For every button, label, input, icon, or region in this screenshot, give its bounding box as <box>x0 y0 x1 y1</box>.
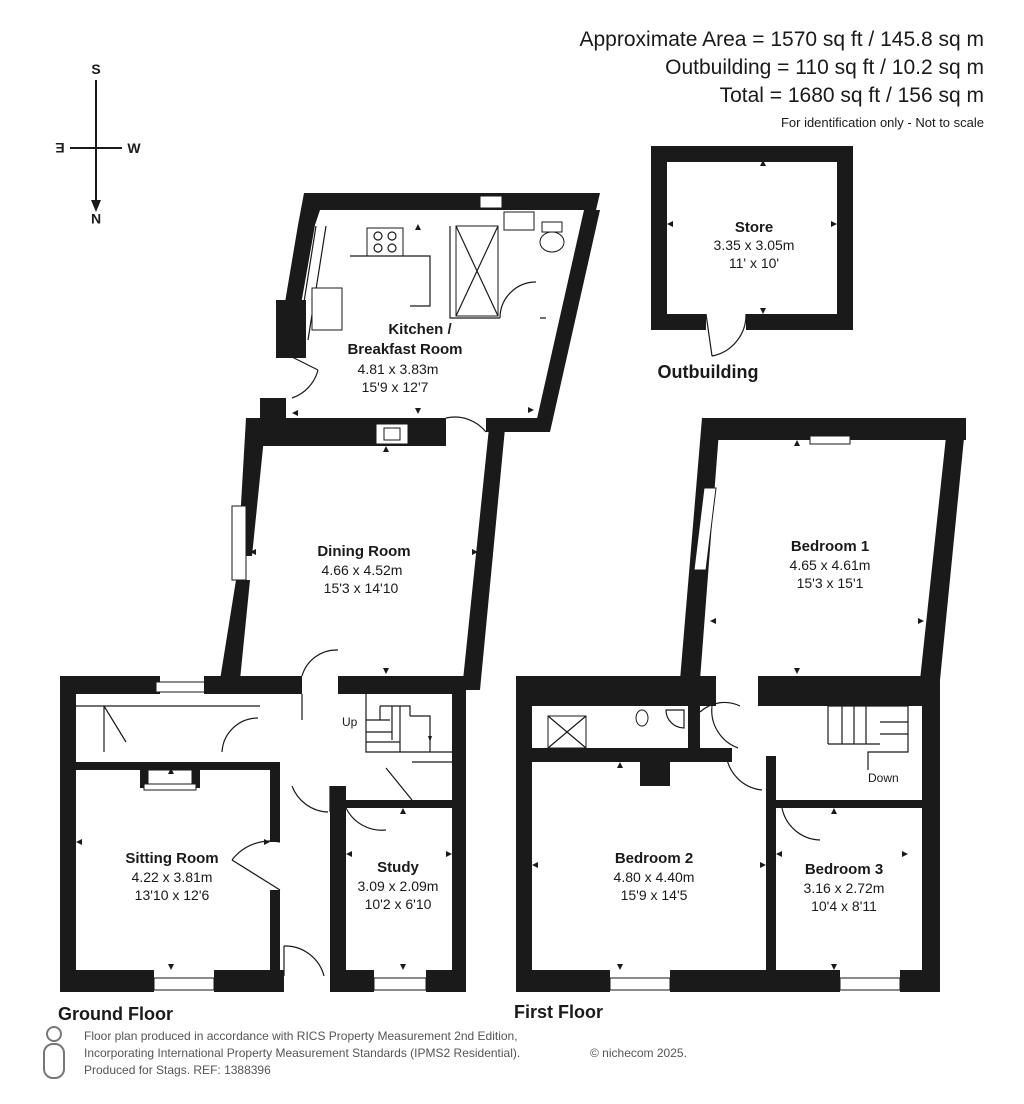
compass-east-label: E <box>55 140 64 156</box>
disclaimer-text: For identification only - Not to scale <box>781 115 984 130</box>
compass-icon: S E W N <box>55 61 141 227</box>
footer-copyright: © nichecom 2025. <box>590 1046 687 1060</box>
dining-room-imperial: 15'3 x 14'10 <box>324 580 399 596</box>
footer-ipms-line: Incorporating International Property Mea… <box>84 1046 520 1060</box>
ground-floor-plan: Kitchen / Breakfast Room 4.81 x 3.83m 15… <box>58 193 600 1024</box>
compass-west-label: W <box>127 140 141 156</box>
area-summary: Approximate Area = 1570 sq ft / 145.8 sq… <box>580 28 985 130</box>
total-area-text: Total = 1680 sq ft / 156 sq m <box>720 84 984 107</box>
outbuilding-plan: Store 3.35 x 3.05m 11' x 10' Outbuilding <box>651 146 853 382</box>
store-room-metric: 3.35 x 3.05m <box>714 237 795 253</box>
store-room-imperial: 11' x 10' <box>729 255 779 271</box>
outbuilding-area-text: Outbuilding = 110 sq ft / 10.2 sq m <box>665 56 984 79</box>
bedroom1-room-name: Bedroom 1 <box>791 538 869 555</box>
ground-floor-stairs <box>365 694 452 763</box>
dining-room-name: Dining Room <box>317 543 410 560</box>
kitchen-room-name-line2: Breakfast Room <box>347 341 462 358</box>
store-room-name: Store <box>735 219 773 236</box>
sitting-room-imperial: 13'10 x 12'6 <box>135 887 210 903</box>
bedroom3-room-imperial: 10'4 x 8'11 <box>811 898 877 914</box>
bedroom2-room-imperial: 15'9 x 14'5 <box>621 887 688 903</box>
sitting-room-name: Sitting Room <box>125 850 218 867</box>
kitchen-room-name-line1: Kitchen / <box>388 321 452 338</box>
bedroom3-room-name: Bedroom 3 <box>805 861 883 878</box>
bedroom3-room-metric: 3.16 x 2.72m <box>804 880 885 896</box>
footer-rics-line: Floor plan produced in accordance with R… <box>84 1029 518 1043</box>
outbuilding-label: Outbuilding <box>658 362 759 382</box>
bedroom2-room-name: Bedroom 2 <box>615 850 693 867</box>
compass-south-label: S <box>91 61 100 77</box>
dining-room-metric: 4.66 x 4.52m <box>322 562 403 578</box>
stairs-down-label: Down <box>868 771 899 785</box>
study-room-name: Study <box>377 859 419 876</box>
first-floor-plan: Down Bedroom 1 4.65 x 4.61m 15'3 x 15'1 … <box>514 418 966 1022</box>
stairs-up-label: Up <box>342 715 358 729</box>
kitchen-room-imperial: 15'9 x 12'7 <box>362 379 429 395</box>
bedroom2-room-metric: 4.80 x 4.40m <box>614 869 695 885</box>
bedroom1-room-metric: 4.65 x 4.61m <box>790 557 871 573</box>
footer: Floor plan produced in accordance with R… <box>43 1026 687 1079</box>
person-icon <box>43 1026 65 1079</box>
study-room-imperial: 10'2 x 6'10 <box>365 896 432 912</box>
ground-floor-label: Ground Floor <box>58 1004 173 1024</box>
approximate-area-text: Approximate Area = 1570 sq ft / 145.8 sq… <box>580 28 985 51</box>
study-room-metric: 3.09 x 2.09m <box>358 878 439 894</box>
kitchen-room-metric: 4.81 x 3.83m <box>358 361 439 377</box>
compass-north-label: N <box>91 211 101 227</box>
sitting-room-metric: 4.22 x 3.81m <box>132 869 213 885</box>
footer-reference-line: Produced for Stags. REF: 1388396 <box>84 1063 271 1077</box>
first-floor-label: First Floor <box>514 1002 603 1022</box>
first-floor-stairs <box>827 705 909 770</box>
bedroom1-room-imperial: 15'3 x 15'1 <box>797 575 864 591</box>
